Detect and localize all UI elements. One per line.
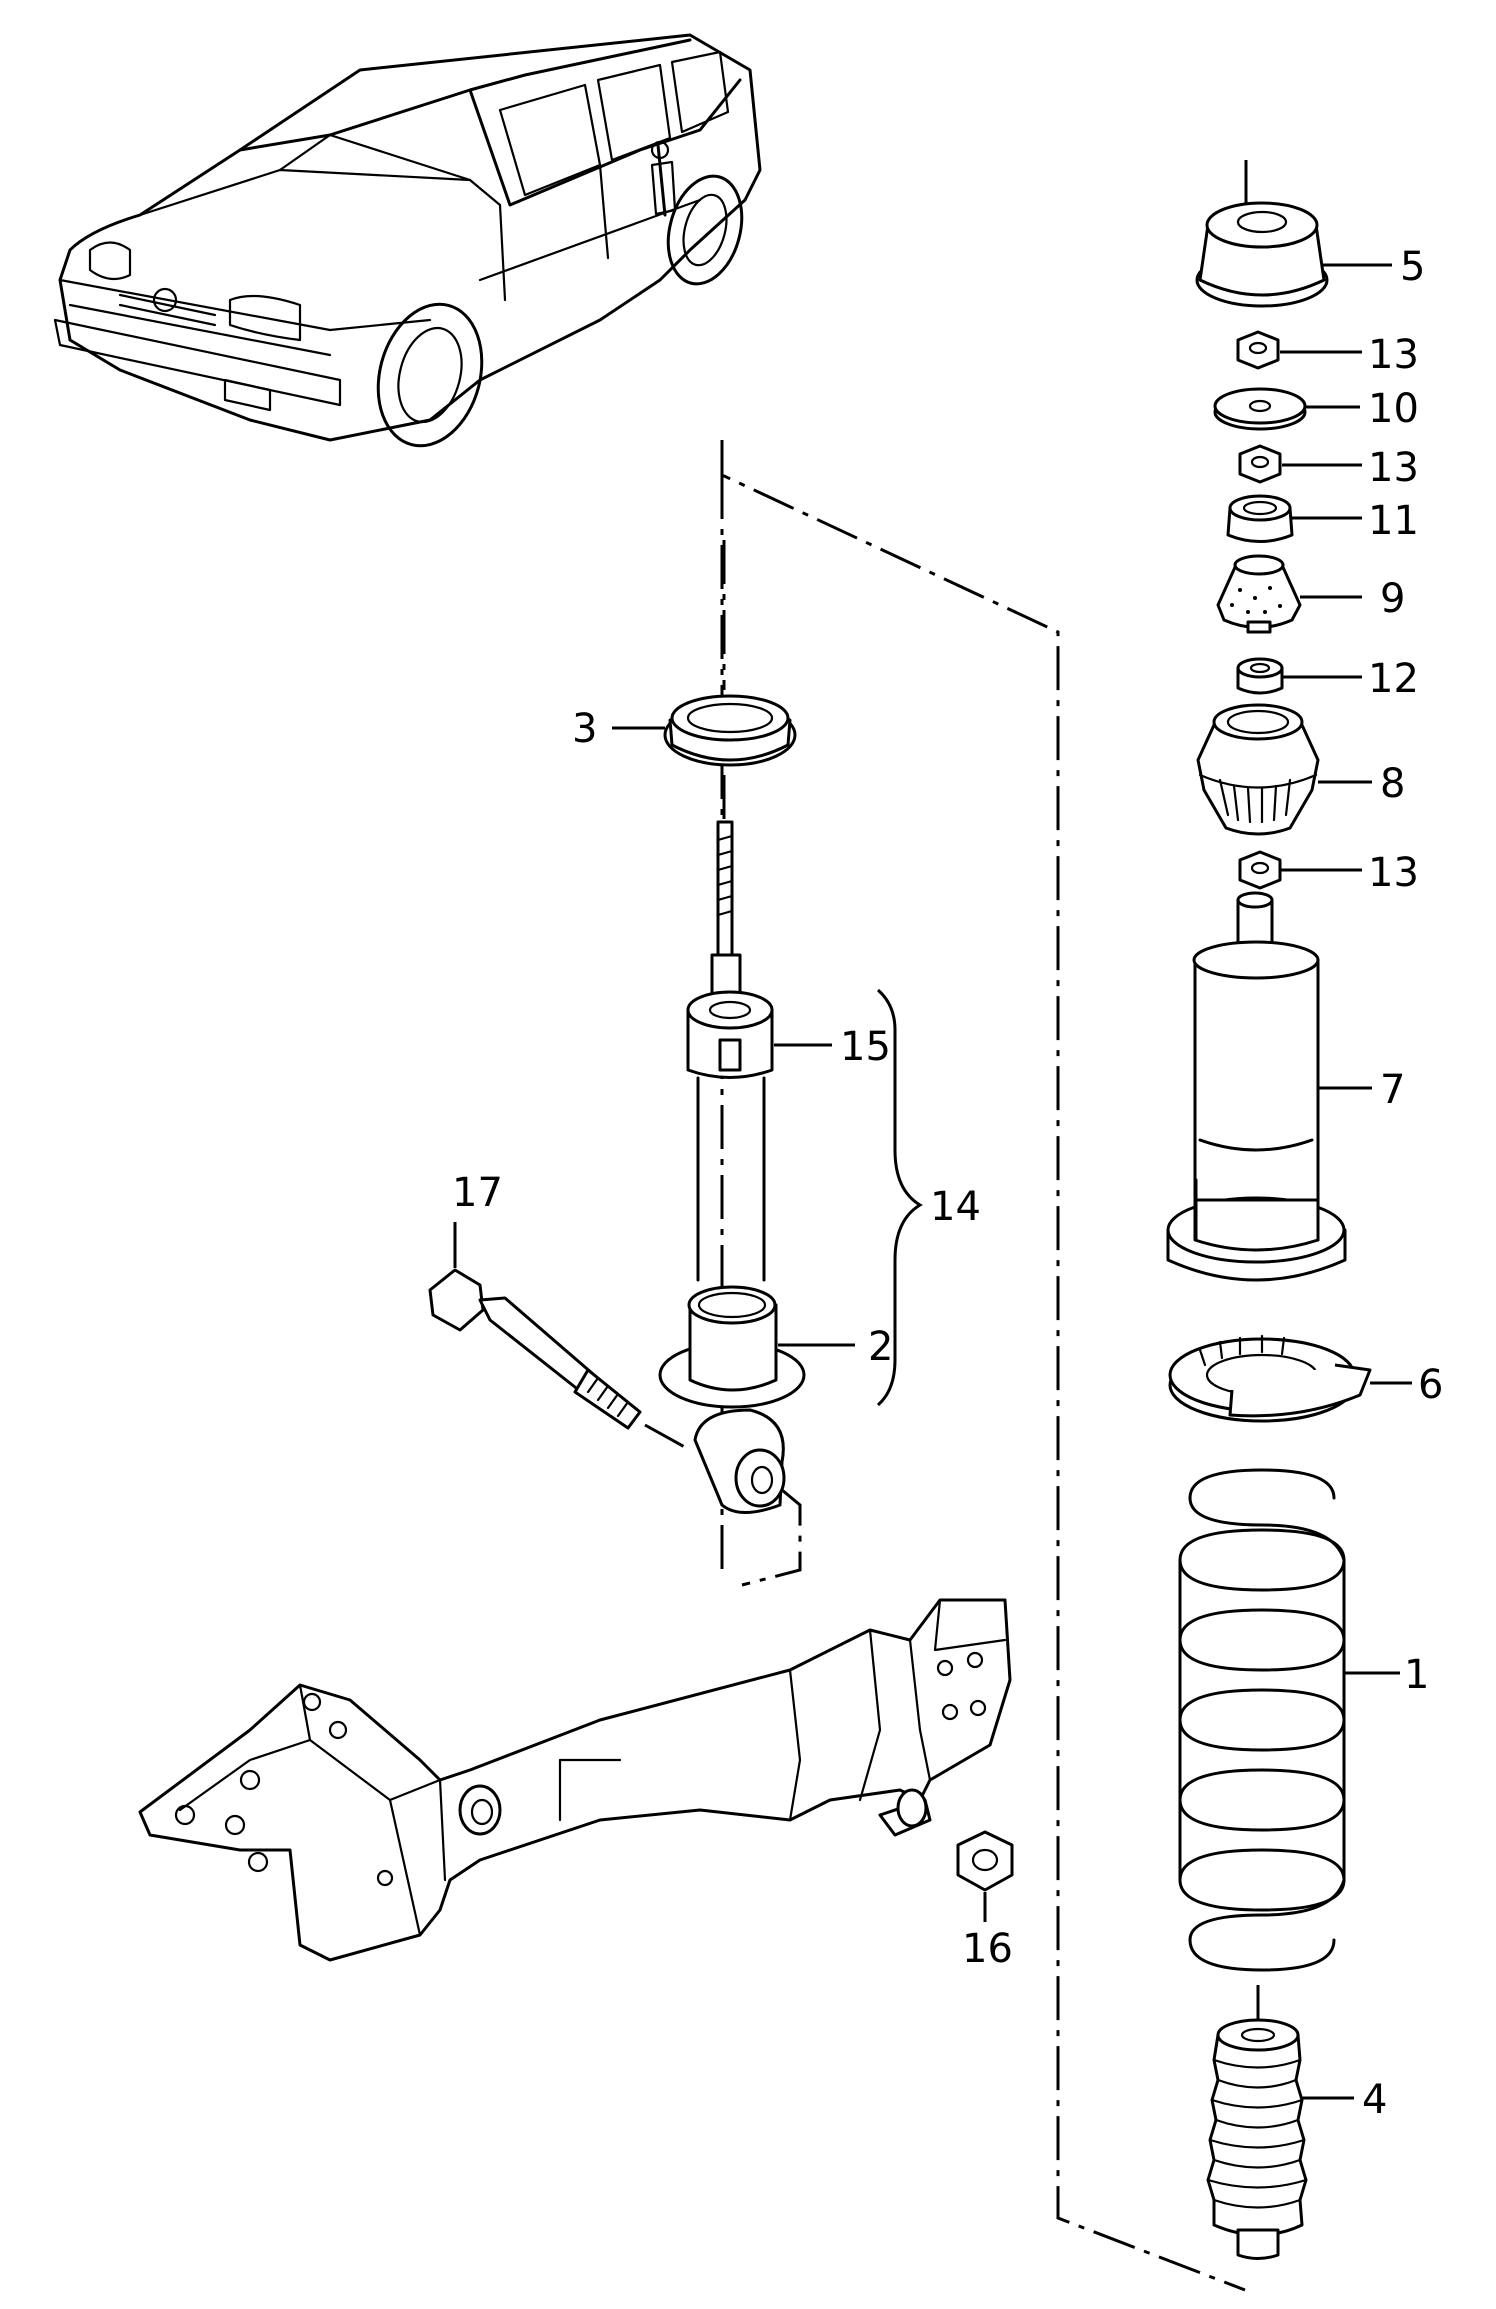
label-part-1: 1 xyxy=(1404,1652,1429,1698)
label-part-3: 3 xyxy=(572,706,597,752)
part-labels: 5 13 10 13 11 9 12 8 13 7 6 1 4 3 15 14 … xyxy=(452,244,1443,2123)
part-4-shape xyxy=(1206,2018,1308,2260)
label-part-6: 6 xyxy=(1418,1362,1443,1408)
label-part-17: 17 xyxy=(452,1170,503,1216)
label-part-13-low: 13 xyxy=(1368,850,1419,896)
label-part-8: 8 xyxy=(1380,761,1405,807)
part-15-shape xyxy=(686,990,774,1079)
label-part-15: 15 xyxy=(840,1024,891,1070)
label-part-4: 4 xyxy=(1362,2077,1387,2123)
label-part-13-top: 13 xyxy=(1368,332,1419,378)
part-7-shape xyxy=(1166,891,1347,1282)
part-9-shape xyxy=(1216,554,1302,634)
part-11-shape xyxy=(1226,494,1294,543)
car-illustration xyxy=(53,33,762,448)
part-13-nut-top xyxy=(1236,330,1280,370)
part-16-nut xyxy=(956,1830,1014,1892)
trailing-arm xyxy=(138,1598,1012,1962)
label-part-11: 11 xyxy=(1368,498,1419,544)
part-17-bolt xyxy=(428,1268,691,1452)
label-part-16: 16 xyxy=(962,1926,1013,1972)
part-2-shape xyxy=(658,1285,806,1409)
part-8-shape xyxy=(1196,703,1320,836)
label-part-7: 7 xyxy=(1380,1067,1405,1113)
assembly-outline xyxy=(720,440,1246,2292)
label-part-5: 5 xyxy=(1400,244,1425,290)
label-part-2: 2 xyxy=(868,1324,893,1370)
label-part-10: 10 xyxy=(1368,386,1419,432)
shock-absorber-assembly xyxy=(658,540,806,1587)
part-13-nut-mid xyxy=(1238,444,1282,484)
leader-lines xyxy=(453,263,1412,2100)
label-part-12: 12 xyxy=(1368,656,1419,702)
part-3-shape xyxy=(663,694,797,767)
part-13-nut-low xyxy=(1238,850,1282,890)
label-part-13-mid: 13 xyxy=(1368,445,1419,491)
label-part-14: 14 xyxy=(930,1184,981,1230)
label-part-9: 9 xyxy=(1380,576,1405,622)
part-6-shape xyxy=(1168,1334,1372,1423)
part-12-shape xyxy=(1236,657,1284,695)
right-column-parts xyxy=(1166,160,1372,2260)
part-5-shape xyxy=(1195,201,1329,308)
part-1-spring xyxy=(1178,1468,1346,1972)
part-10-washer xyxy=(1213,387,1307,431)
